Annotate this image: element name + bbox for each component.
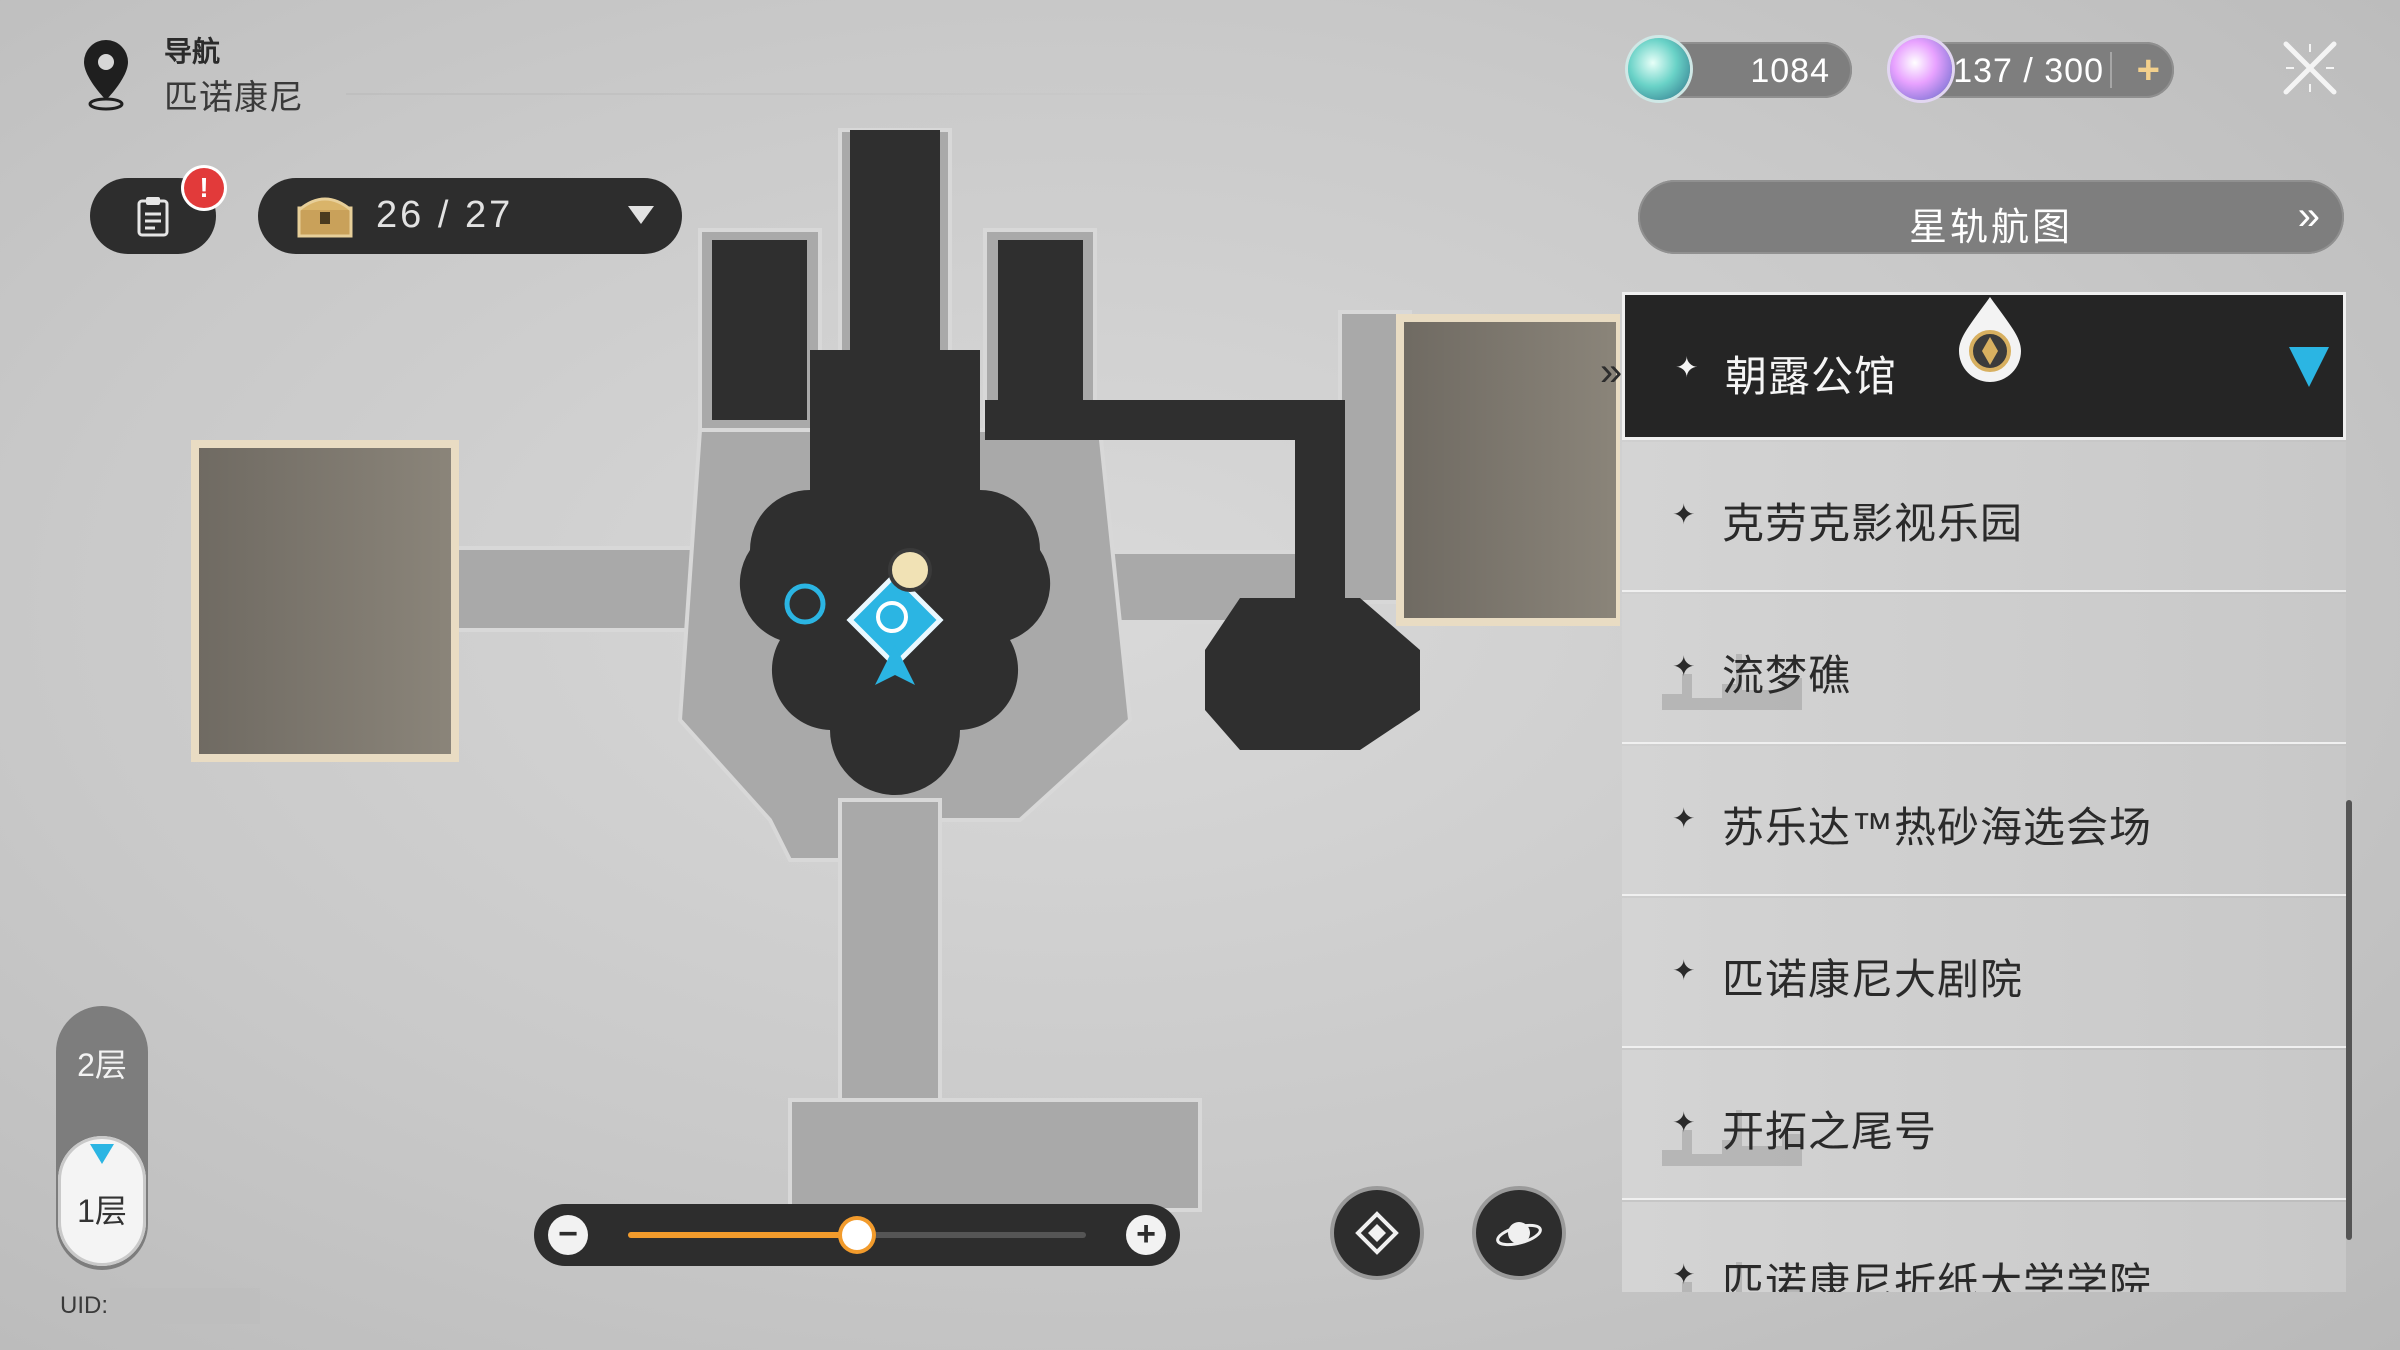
list-pointer-icon: » xyxy=(1600,350,1623,394)
location-item-grand-theater[interactable]: ✦ 匹诺康尼大剧院 xyxy=(1622,898,2346,1048)
location-name: 苏乐达™热砂海选会场 xyxy=(1722,804,2153,851)
treasure-count: 26 / 27 xyxy=(376,194,514,236)
location-item-astral-express[interactable]: ✦ 开拓之尾号 xyxy=(1622,1050,2346,1200)
close-icon[interactable] xyxy=(2280,38,2340,98)
zoom-in-button[interactable]: + xyxy=(1126,1215,1166,1255)
tracked-location-pin-icon xyxy=(1959,297,2021,382)
star-bullet-icon: ✦ xyxy=(1672,955,1696,986)
warp-button[interactable] xyxy=(1334,1190,1420,1276)
stellar-jade-counter[interactable]: 1084 xyxy=(1628,38,1852,100)
player-arrow-icon xyxy=(875,645,915,685)
treasure-counter-dropdown[interactable]: 26 / 27 xyxy=(258,178,682,254)
location-name: 克劳克影视乐园 xyxy=(1722,500,2024,547)
star-rail-map-label: 星轨航图 xyxy=(1908,207,2073,249)
zoom-out-button[interactable]: − xyxy=(548,1215,588,1255)
east-wing-room xyxy=(1396,314,1620,626)
location-name: 匹诺康尼折纸大学学院 xyxy=(1722,1260,2153,1292)
character-marker-icon xyxy=(888,548,932,592)
selected-marker-icon xyxy=(2289,347,2329,387)
stellar-jade-value: 1084 xyxy=(1750,52,1830,90)
location-item-origami-college[interactable]: ✦ 匹诺康尼折纸大学学院 xyxy=(1622,1202,2346,1292)
floor-2-button[interactable]: 2层 xyxy=(77,1047,127,1083)
star-bullet-icon: ✦ xyxy=(1672,651,1696,682)
planet-icon xyxy=(1496,1222,1542,1247)
location-list-scrollbar[interactable] xyxy=(2346,800,2352,1240)
location-name: 开拓之尾号 xyxy=(1722,1108,1938,1155)
uid-label: UID: xyxy=(60,1292,108,1319)
star-bullet-icon: ✦ xyxy=(1672,1107,1696,1138)
location-name: 流梦礁 xyxy=(1722,652,1852,699)
trailblaze-power-value: 137 / 300 xyxy=(1953,52,2104,90)
map-canvas[interactable] xyxy=(0,0,1620,1350)
skyline-decoration-icon xyxy=(1662,1110,1802,1166)
stellar-jade-icon xyxy=(1628,38,1690,100)
double-chevron-right-icon: » xyxy=(2297,194,2320,238)
location-pin-icon xyxy=(84,40,128,111)
star-bullet-icon: ✦ xyxy=(1672,1259,1696,1290)
trailblaze-power-counter[interactable]: 137 / 300 + xyxy=(1890,38,2174,100)
floor-1-button[interactable]: 1层 xyxy=(58,1136,146,1266)
location-list[interactable]: ✦ 朝露公馆 ✦ 克劳克影视乐园 ✦ 流梦礁 ✦ 苏乐达™热砂海选会场 ✦ 匹诺… xyxy=(1622,292,2346,1292)
star-bullet-icon: ✦ xyxy=(1672,499,1696,530)
zoom-control: − + xyxy=(534,1204,1180,1266)
notification-badge: ! xyxy=(184,168,224,208)
region-name: 匹诺康尼 xyxy=(164,79,304,117)
zoom-slider[interactable] xyxy=(628,1220,1086,1250)
location-name: 匹诺康尼大剧院 xyxy=(1722,956,2024,1003)
warp-icon xyxy=(1355,1211,1399,1255)
star-bullet-icon: ✦ xyxy=(1672,803,1696,834)
location-item-dreamflux-reef[interactable]: ✦ 流梦礁 xyxy=(1622,594,2346,744)
treasure-chest-icon xyxy=(297,197,353,238)
location-item-soulglad-audition[interactable]: ✦ 苏乐达™热砂海选会场 xyxy=(1622,746,2346,896)
nav-header: 导航 匹诺康尼 xyxy=(78,30,378,120)
current-floor-icon xyxy=(90,1144,114,1164)
zoom-slider-fill xyxy=(628,1232,857,1238)
star-bullet-icon: ✦ xyxy=(1675,352,1699,383)
star-rail-map-button[interactable]: 星轨航图 » xyxy=(1638,180,2344,254)
currency-divider xyxy=(2110,52,2112,88)
location-item-clockie-studios[interactable]: ✦ 克劳克影视乐园 xyxy=(1622,442,2346,592)
add-power-button[interactable]: + xyxy=(2136,48,2160,92)
chevron-down-icon xyxy=(628,206,654,224)
floor-1-label: 1层 xyxy=(77,1193,127,1229)
location-item-dewlight-pavilion[interactable]: ✦ 朝露公馆 xyxy=(1622,292,2346,440)
skyline-decoration-icon xyxy=(1682,1262,1802,1292)
zoom-slider-thumb[interactable] xyxy=(842,1220,872,1250)
header-divider xyxy=(346,93,1246,95)
nav-label: 导航 xyxy=(164,36,221,67)
west-wing-room xyxy=(191,440,459,762)
planet-button[interactable] xyxy=(1476,1190,1562,1276)
space-anchor-icon xyxy=(784,583,826,625)
location-name: 朝露公馆 xyxy=(1725,353,1898,400)
trailblaze-power-icon xyxy=(1890,38,1952,100)
skyline-decoration-icon xyxy=(1662,654,1802,710)
clipboard-icon xyxy=(137,197,169,237)
uid-redacted xyxy=(110,1288,260,1324)
